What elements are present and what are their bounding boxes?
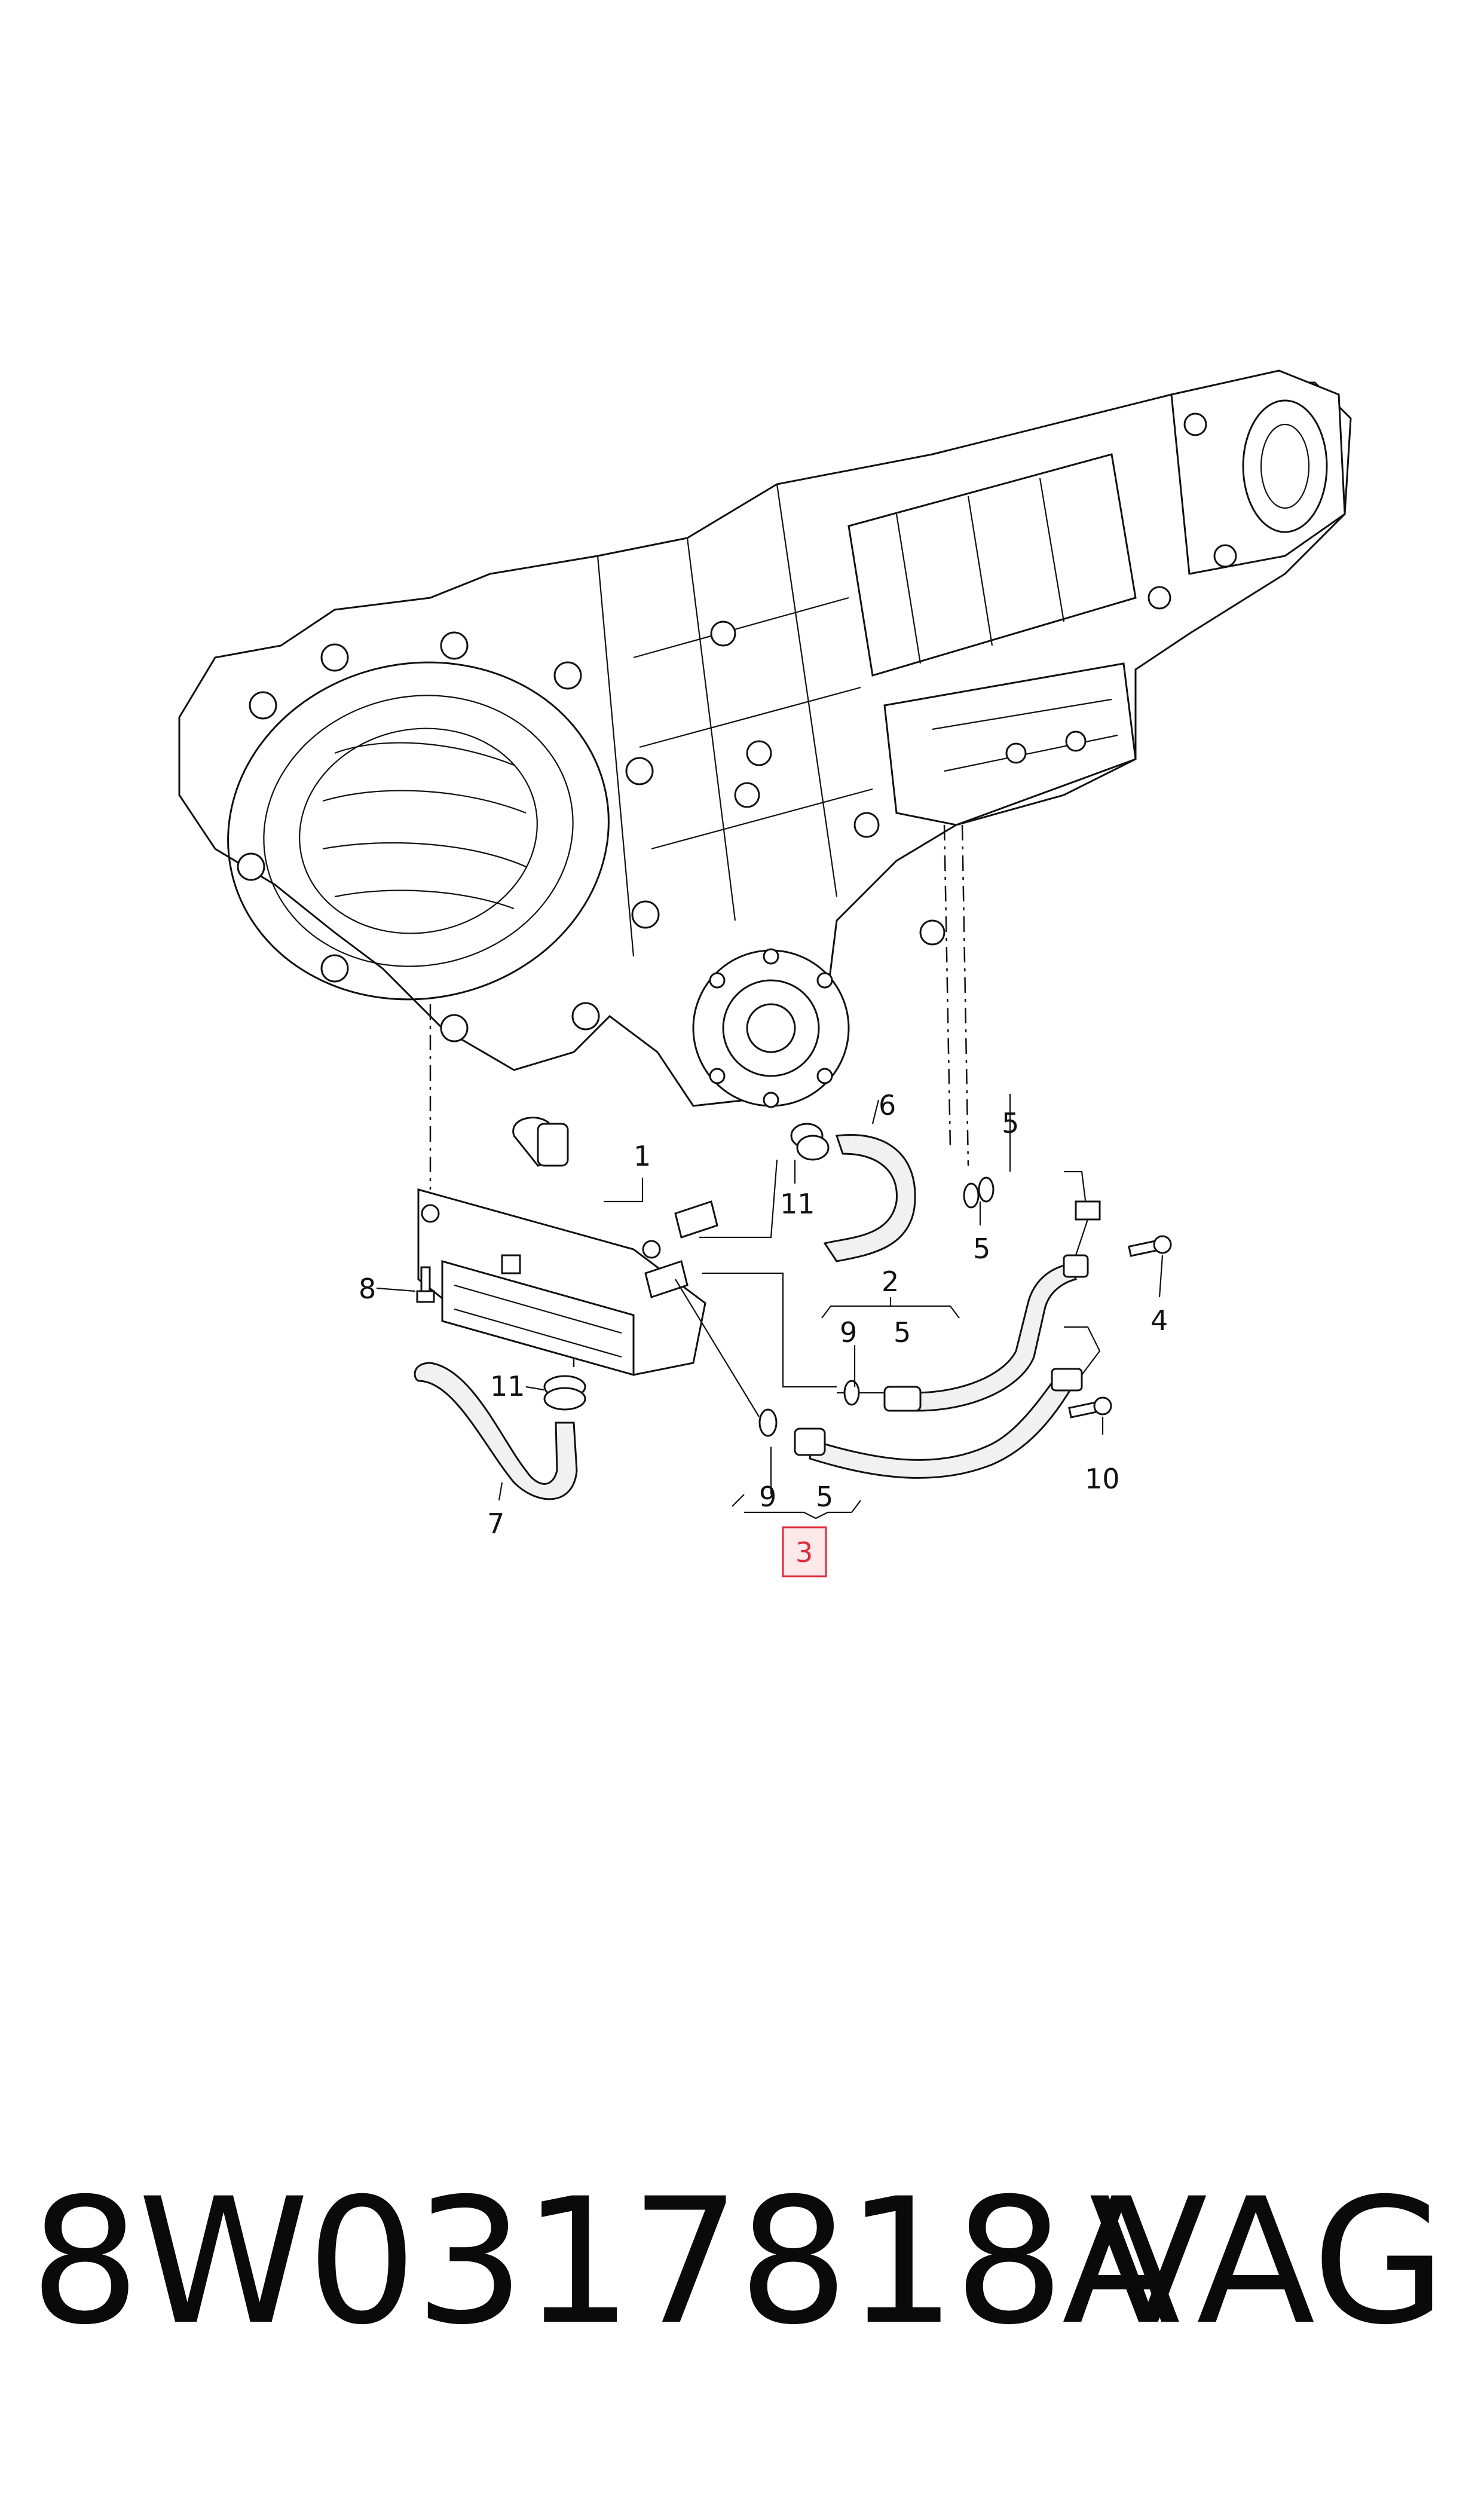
callout-7: 7 xyxy=(487,1508,504,1540)
callout-11-lower: 11 xyxy=(490,1370,525,1402)
callout-5-line2: 5 xyxy=(894,1316,911,1349)
callout-3: 3 xyxy=(795,1536,813,1569)
oil-line-part-3 xyxy=(794,1326,1101,1479)
oil-cooler xyxy=(417,1117,718,1376)
callout-6: 6 xyxy=(879,1089,896,1121)
callout-8: 8 xyxy=(359,1273,376,1305)
clamp-part-11-upper xyxy=(790,1123,830,1184)
oil-line-part-2 xyxy=(837,1170,1101,1412)
footer-bar: 8W0317818A VAG xyxy=(24,2164,1470,2361)
callout-2: 2 xyxy=(882,1265,899,1298)
callout-labels: 1 2 4 5 5 5 5 6 7 8 9 9 10 11 11 3 xyxy=(359,1089,1168,1578)
callout-5-upper: 5 xyxy=(1002,1107,1019,1139)
callout-5-line3: 5 xyxy=(816,1481,833,1513)
clamp-part-11-lower xyxy=(525,1375,586,1411)
coolant-hose-part-7 xyxy=(414,1362,578,1501)
leader-lines xyxy=(604,1094,1164,1520)
transmission-housing xyxy=(178,369,1352,1108)
callout-3-highlight-box xyxy=(782,1526,827,1578)
bolt-part-4 xyxy=(1128,1235,1172,1257)
callout-5-middle: 5 xyxy=(973,1233,990,1265)
bolt-part-10 xyxy=(1068,1396,1112,1419)
bolt-part-8 xyxy=(376,1266,435,1303)
part-number: 8W0317818A xyxy=(30,2162,1180,2363)
callout-9-line2: 9 xyxy=(840,1316,857,1349)
callout-10: 10 xyxy=(1085,1463,1120,1495)
callout-9-line3: 9 xyxy=(759,1481,776,1513)
callout-1: 1 xyxy=(634,1140,651,1172)
brand-label: VAG xyxy=(1089,2162,1446,2363)
seal-rings xyxy=(758,1176,995,1437)
callout-11-upper: 11 xyxy=(780,1188,815,1220)
coolant-hose-part-6 xyxy=(823,1099,916,1262)
callout-4: 4 xyxy=(1151,1304,1168,1337)
